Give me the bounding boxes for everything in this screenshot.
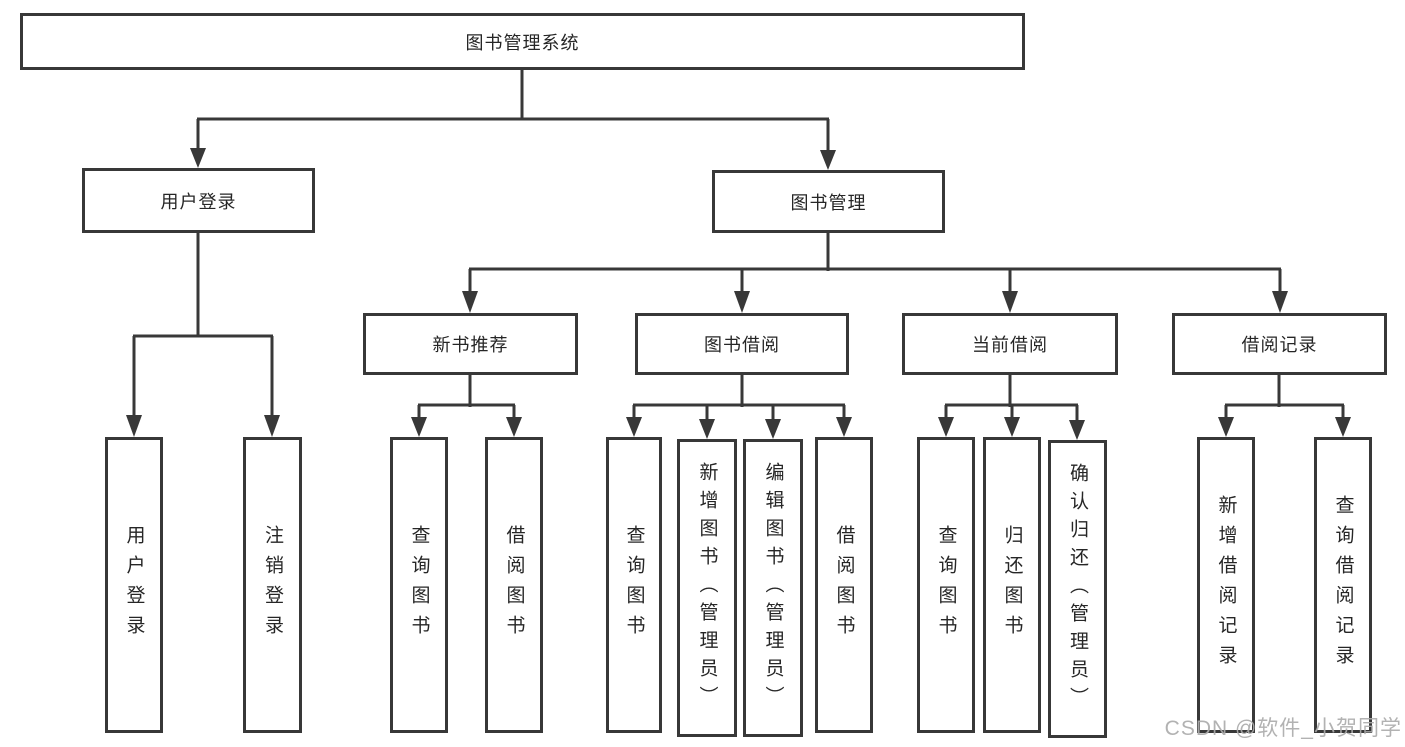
arrowhead-icon <box>699 419 715 439</box>
arrowhead-icon <box>1002 291 1018 313</box>
node-book-management: 图书管理 <box>712 170 945 233</box>
node-book-borrow: 图书借阅 <box>635 313 849 375</box>
arrowhead-icon <box>734 291 750 313</box>
node-user-login: 用户登录 <box>82 168 315 233</box>
arrowhead-icon <box>765 419 781 439</box>
arrowhead-icon <box>1335 417 1351 437</box>
arrowhead-icon <box>626 417 642 437</box>
leaf-query-borrow-record: 查询借阅记录 <box>1314 437 1372 733</box>
leaf-user-login: 用户登录 <box>105 437 163 733</box>
connector-new-book-to-leaves <box>411 375 522 437</box>
arrowhead-icon <box>1218 417 1234 437</box>
connector-book-mgmt-to-level3 <box>462 233 1288 313</box>
connector-borrow-records-to-leaves <box>1218 375 1351 437</box>
leaf-logout: 注销登录 <box>243 437 302 733</box>
arrowhead-icon <box>1004 417 1020 437</box>
node-current-borrow: 当前借阅 <box>902 313 1118 375</box>
leaf-confirm-return-admin: 确认归还（管理员） <box>1048 440 1107 738</box>
arrowhead-icon <box>938 417 954 437</box>
leaf-query-books-2: 查询图书 <box>606 437 662 733</box>
leaf-query-books-3: 查询图书 <box>917 437 975 733</box>
leaf-query-books-1: 查询图书 <box>390 437 448 733</box>
arrowhead-icon <box>836 417 852 437</box>
arrowhead-icon <box>411 417 427 437</box>
arrowhead-icon <box>1069 420 1085 440</box>
arrowhead-icon <box>462 291 478 313</box>
connector-root-to-level2 <box>190 70 836 170</box>
leaf-borrow-books-1: 借阅图书 <box>485 437 543 733</box>
arrowhead-icon <box>506 417 522 437</box>
arrowhead-icon <box>126 415 142 437</box>
leaf-add-borrow-record: 新增借阅记录 <box>1197 437 1255 733</box>
leaf-add-book-admin: 新增图书（管理员） <box>677 439 737 737</box>
connector-book-borrow-to-leaves <box>626 375 852 439</box>
arrowhead-icon <box>190 148 206 168</box>
node-borrow-records: 借阅记录 <box>1172 313 1387 375</box>
arrowhead-icon <box>1272 291 1288 313</box>
csdn-watermark: CSDN @软件_小贺同学 <box>1164 717 1402 740</box>
arrowhead-icon <box>820 150 836 170</box>
arrowhead-icon <box>264 415 280 437</box>
connector-current-borrow-to-leaves <box>938 375 1085 440</box>
leaf-edit-book-admin: 编辑图书（管理员） <box>743 439 803 737</box>
leaf-return-book: 归还图书 <box>983 437 1041 733</box>
leaf-borrow-books-2: 借阅图书 <box>815 437 873 733</box>
node-new-book-recommend: 新书推荐 <box>363 313 578 375</box>
connector-user-login-to-leaves <box>126 233 280 437</box>
node-root-library-system: 图书管理系统 <box>20 13 1025 70</box>
